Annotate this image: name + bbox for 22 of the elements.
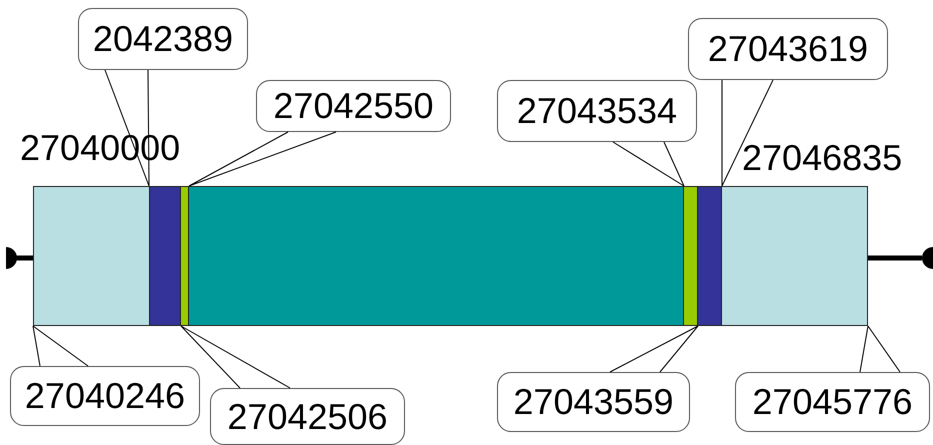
exon-segment	[149, 186, 181, 326]
callout-bubble: 27045776	[735, 372, 930, 432]
leader-line	[180, 326, 290, 388]
callout-bubble: 27042506	[210, 388, 405, 445]
callout-bubble: 27040246	[10, 366, 200, 426]
coordinate-label: 27046835	[742, 140, 902, 176]
callout-bubble: 27043559	[497, 372, 690, 432]
callout-bubble: 27042550	[256, 80, 451, 132]
leader-line	[860, 326, 900, 372]
callout-bubble: 27043534	[497, 80, 697, 142]
leader-line	[722, 80, 774, 186]
leader-line	[188, 132, 336, 186]
utr-segment	[33, 186, 150, 326]
coding-segment	[188, 186, 684, 326]
utr-segment	[721, 186, 868, 326]
exon-segment	[697, 186, 722, 326]
junction-segment	[683, 186, 698, 326]
leader-line	[32, 326, 88, 366]
leader-line	[610, 326, 698, 372]
callout-bubble: 2042389	[78, 8, 248, 70]
leader-line	[612, 142, 684, 186]
callout-bubble: 27043619	[688, 18, 888, 80]
